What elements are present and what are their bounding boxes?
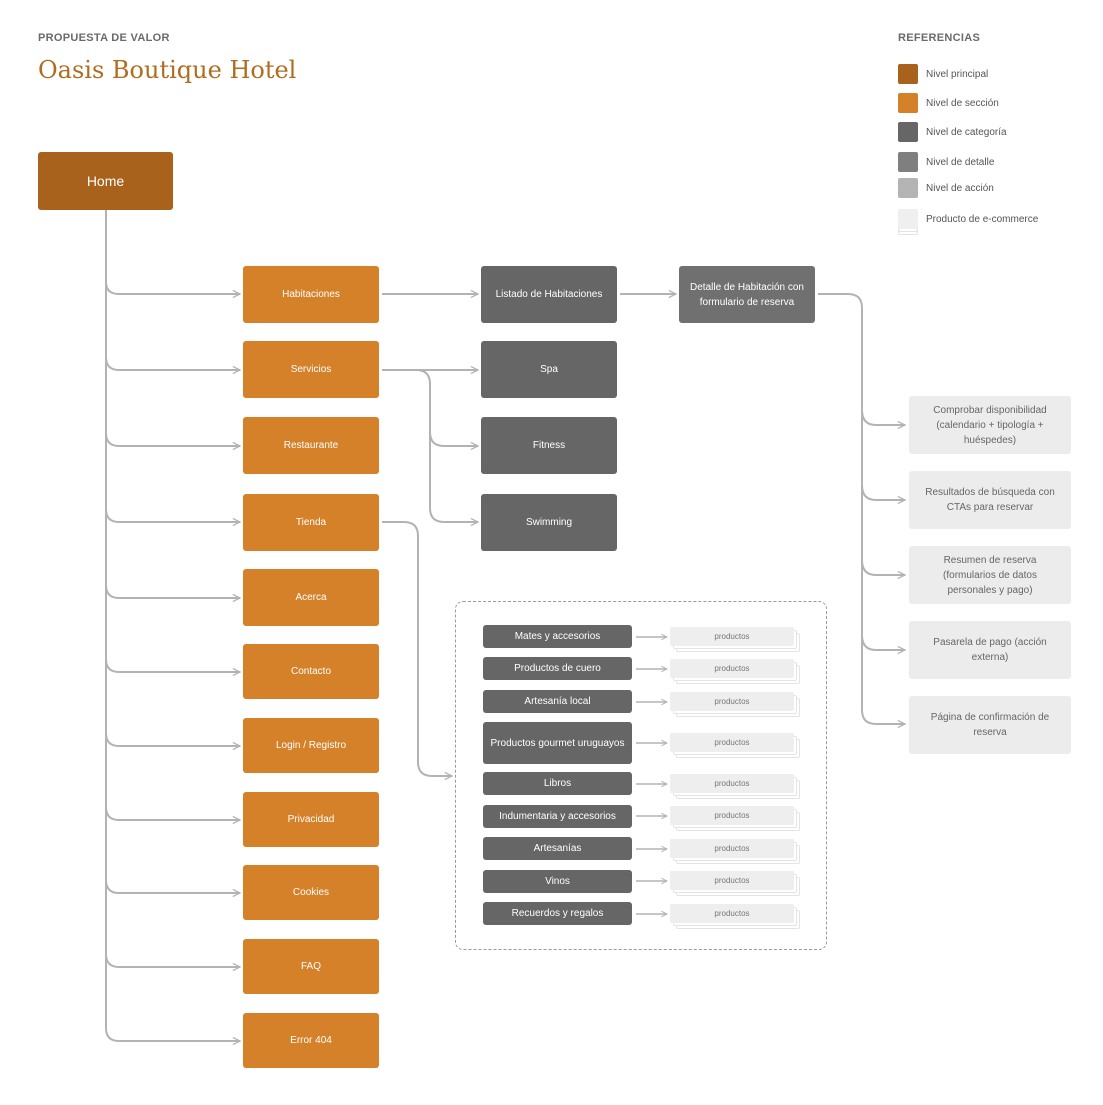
servicios-to-swimming bbox=[429, 432, 478, 522]
node-service-fitness: Fitness bbox=[481, 417, 617, 474]
product-stack: productos bbox=[670, 733, 794, 752]
node-section-tienda: Tienda bbox=[243, 494, 379, 551]
shop-category-cuero: Productos de cuero bbox=[483, 657, 632, 680]
page-subtitle: PROPUESTA DE VALOR bbox=[38, 32, 170, 44]
legend-title: REFERENCIAS bbox=[898, 32, 981, 44]
node-detalle-habitacion: Detalle de Habitación con formulario de … bbox=[679, 266, 815, 323]
node-section-cookies: Cookies bbox=[243, 865, 379, 920]
node-section-error404: Error 404 bbox=[243, 1013, 379, 1068]
legend-label: Producto de e-commerce bbox=[926, 213, 1039, 225]
shop-category-artesanias: Artesanías bbox=[483, 837, 632, 860]
booking-step-1 bbox=[861, 409, 905, 425]
node-home: Home bbox=[38, 152, 173, 210]
node-section-restaurante: Restaurante bbox=[243, 417, 379, 474]
home-trunk-line bbox=[105, 210, 240, 1041]
detalle-to-booking bbox=[818, 293, 905, 724]
booking-step-4 bbox=[861, 634, 905, 650]
branch-login bbox=[105, 732, 240, 746]
branch-privacidad bbox=[105, 806, 240, 820]
node-section-faq: FAQ bbox=[243, 939, 379, 994]
product-stack: productos bbox=[670, 627, 794, 646]
tienda-to-shop bbox=[382, 521, 452, 776]
legend-item-principal: Nivel principal bbox=[898, 64, 988, 84]
legend-swatch bbox=[898, 209, 918, 229]
branch-restaurante bbox=[105, 432, 240, 446]
branch-servicios bbox=[105, 356, 240, 370]
booking-step-3 bbox=[861, 559, 905, 575]
legend-swatch bbox=[898, 64, 918, 84]
shop-category-mates: Mates y accesorios bbox=[483, 625, 632, 648]
node-service-spa: Spa bbox=[481, 341, 617, 398]
shop-category-libros: Libros bbox=[483, 772, 632, 795]
node-section-contacto: Contacto bbox=[243, 644, 379, 699]
legend-label: Nivel principal bbox=[926, 68, 989, 80]
shop-category-recuerdos: Recuerdos y regalos bbox=[483, 902, 632, 925]
legend-label: Nivel de acción bbox=[926, 182, 994, 194]
node-section-privacidad: Privacidad bbox=[243, 792, 379, 847]
branch-tienda bbox=[105, 508, 240, 522]
shop-categories-container bbox=[455, 601, 827, 950]
page-title: Oasis Boutique Hotel bbox=[38, 56, 297, 84]
legend-label: Nivel de sección bbox=[926, 97, 999, 109]
legend-item-accion: Nivel de acción bbox=[898, 178, 994, 198]
legend-swatch bbox=[898, 178, 918, 198]
legend-item-producto: Producto de e-commerce bbox=[898, 209, 1038, 229]
legend-item-detalle: Nivel de detalle bbox=[898, 152, 994, 172]
branch-habitaciones bbox=[105, 281, 240, 294]
node-section-acerca: Acerca bbox=[243, 569, 379, 626]
legend-item-seccion: Nivel de sección bbox=[898, 93, 999, 113]
product-stack: productos bbox=[670, 871, 794, 890]
product-stack: productos bbox=[670, 806, 794, 825]
booking-step-2 bbox=[861, 484, 905, 500]
legend-label: Nivel de categoría bbox=[926, 126, 1007, 138]
product-stack: productos bbox=[670, 692, 794, 711]
legend-swatch bbox=[898, 152, 918, 172]
node-section-servicios: Servicios bbox=[243, 341, 379, 398]
shop-category-vinos: Vinos bbox=[483, 870, 632, 893]
node-booking-pasarela: Pasarela de pago (acción externa) bbox=[909, 621, 1071, 679]
branch-cookies bbox=[105, 879, 240, 893]
branch-contacto bbox=[105, 658, 240, 672]
branch-acerca bbox=[105, 584, 240, 598]
node-listado-habitaciones: Listado de Habitaciones bbox=[481, 266, 617, 323]
shop-category-gourmet: Productos gourmet uruguayos bbox=[483, 722, 632, 764]
shop-category-indumentaria: Indumentaria y accesorios bbox=[483, 805, 632, 828]
node-booking-confirmacion: Página de confirmación de reserva bbox=[909, 696, 1071, 754]
branch-faq bbox=[105, 953, 240, 967]
product-stack: productos bbox=[670, 774, 794, 793]
product-stack: productos bbox=[670, 659, 794, 678]
legend-swatch bbox=[898, 93, 918, 113]
node-section-habitaciones: Habitaciones bbox=[243, 266, 379, 323]
node-section-login: Login / Registro bbox=[243, 718, 379, 773]
node-booking-resumen: Resumen de reserva (formularios de datos… bbox=[909, 546, 1071, 604]
node-booking-disponibilidad: Comprobar disponibilidad (calendario + t… bbox=[909, 396, 1071, 454]
node-booking-resultados: Resultados de búsqueda con CTAs para res… bbox=[909, 471, 1071, 529]
product-stack: productos bbox=[670, 904, 794, 923]
node-service-swimming: Swimming bbox=[481, 494, 617, 551]
legend-item-categoria: Nivel de categoría bbox=[898, 122, 1007, 142]
legend-swatch bbox=[898, 122, 918, 142]
product-stack: productos bbox=[670, 839, 794, 858]
legend-label: Nivel de detalle bbox=[926, 156, 995, 168]
shop-category-artesania-local: Artesanía local bbox=[483, 690, 632, 713]
servicios-to-fitness bbox=[382, 369, 478, 446]
